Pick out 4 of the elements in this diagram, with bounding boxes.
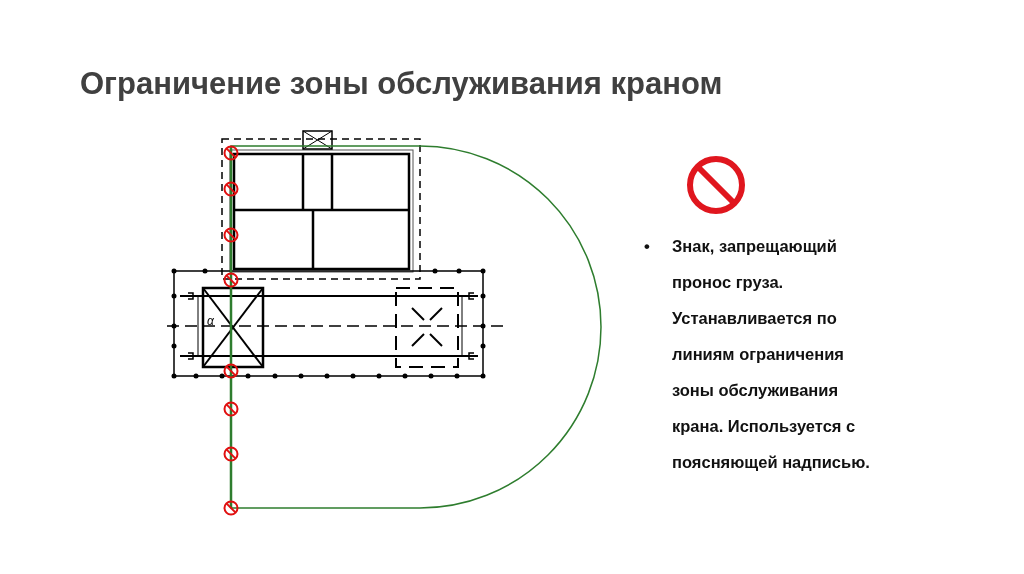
angle-label: α [207, 314, 214, 328]
bullet-text: Знак, запрещающий пронос груза. Устанавливается по линиям ограничения зоны обслуживания крана. Используется с поясняющей надписью. [672, 236, 871, 473]
slide-title: Ограничение зоны обслуживания краном [80, 66, 723, 102]
bullet-mark: • [644, 236, 650, 257]
